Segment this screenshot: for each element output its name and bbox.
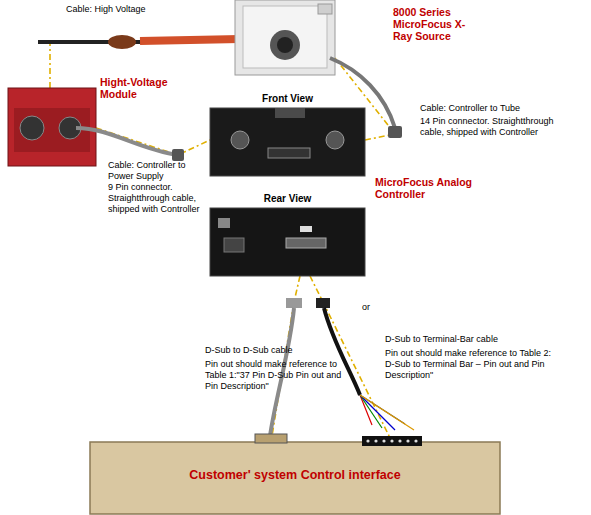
terminal-cable bbox=[324, 308, 360, 395]
terminal-connector bbox=[316, 298, 330, 308]
dsub-connector bbox=[286, 298, 302, 308]
front-port-left bbox=[231, 131, 249, 149]
customer-panel bbox=[90, 442, 500, 514]
cable-note: 9 Pin connector. Straightthrough cable, … bbox=[108, 182, 213, 214]
controller-rear bbox=[210, 208, 365, 276]
controller-front bbox=[210, 108, 365, 176]
rear-dsub-port bbox=[286, 238, 326, 248]
component-title: MicroFocus Analog Controller bbox=[375, 176, 487, 200]
xray-source-body bbox=[235, 0, 335, 75]
controller-rear: Rear View bbox=[210, 208, 365, 276]
cable-knot bbox=[108, 35, 136, 49]
source-port bbox=[270, 30, 300, 60]
power-inlet bbox=[224, 238, 244, 252]
front-display bbox=[268, 148, 310, 158]
option-word: or bbox=[362, 302, 382, 313]
cable-title: D-Sub to D-Sub cable bbox=[205, 345, 355, 356]
terminal-screws bbox=[366, 439, 417, 442]
source-port-inner bbox=[277, 37, 293, 53]
cable-title: Cable: Controller to Tube bbox=[420, 103, 570, 114]
power-connector bbox=[172, 149, 184, 161]
wire bbox=[360, 395, 382, 428]
wire bbox=[360, 395, 395, 430]
dsub-plug bbox=[255, 434, 287, 443]
hv-module: Hight-Voltage Module bbox=[8, 88, 96, 166]
component-title: Customer' system Control interface bbox=[90, 468, 500, 482]
cable-title: D-Sub to Terminal-Bar cable bbox=[385, 334, 535, 345]
customer-interface: Customer' system Control interface bbox=[90, 442, 500, 514]
xray-source: 8000 Series MicroFocus X-Ray Source bbox=[235, 0, 335, 75]
view-title: Rear View bbox=[210, 193, 365, 205]
terminal-bar bbox=[362, 436, 422, 446]
hv-port bbox=[20, 116, 44, 140]
cable-note: Pin out should make reference to Table 1… bbox=[205, 359, 355, 391]
power-cable bbox=[76, 128, 178, 155]
rear-tag bbox=[300, 226, 312, 232]
view-title: Front View bbox=[210, 93, 365, 105]
power-switch bbox=[218, 218, 230, 228]
hv-cable-sleeve bbox=[140, 39, 240, 41]
component-title: 8000 Series MicroFocus X-Ray Source bbox=[393, 6, 471, 42]
cable-title: Cable: High Voltage bbox=[66, 4, 196, 15]
cable-note: Pin out should make reference to Table 2… bbox=[385, 348, 555, 380]
controller-front: Front ViewMicroFocus Analog Controller bbox=[210, 108, 365, 176]
wire bbox=[360, 395, 414, 430]
source-fitting bbox=[318, 4, 332, 14]
front-port-right bbox=[326, 131, 344, 149]
cable-title: Cable: Controller to Power Supply bbox=[108, 160, 208, 182]
controller-logo bbox=[275, 108, 305, 118]
component-title: Hight-Voltage Module bbox=[100, 76, 180, 100]
xray-source-face bbox=[243, 6, 327, 68]
cable-note: 14 Pin connector. Straightthrough cable,… bbox=[420, 116, 570, 138]
tube-connector bbox=[388, 126, 402, 138]
